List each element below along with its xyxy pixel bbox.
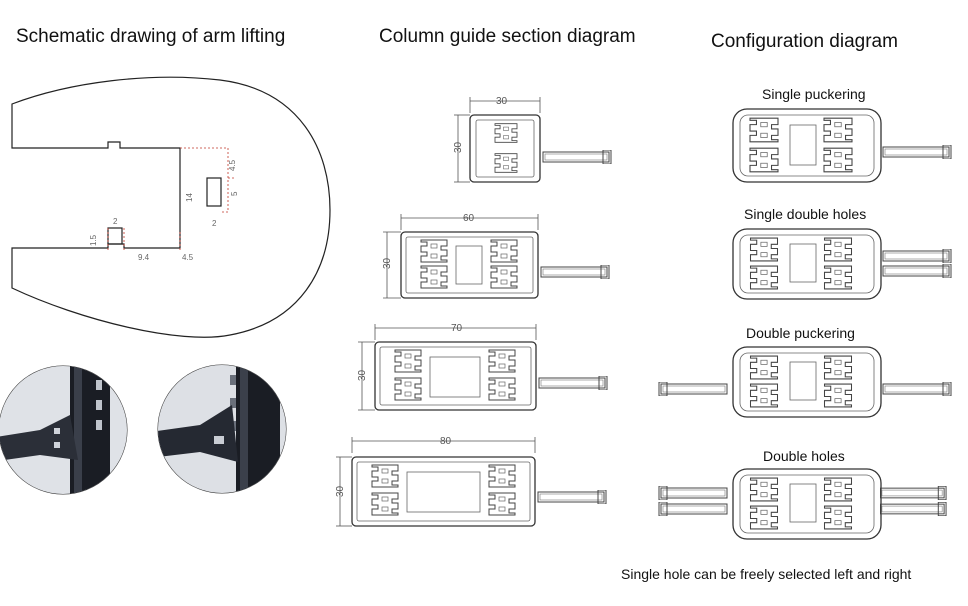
config-label-single-double-holes: Single double holes	[744, 206, 867, 222]
column-section-60x30: 60 30	[382, 213, 610, 299]
column-section-30x30: 30 30	[453, 96, 612, 183]
dim-4-5-top: 4.5	[228, 159, 237, 171]
arm-schematic: 4.5 5 2 14 2 1.5 9.4 4.5	[11, 76, 331, 338]
arm-outline	[11, 76, 331, 338]
config-single-puckering	[732, 108, 952, 183]
photo-arm-left	[0, 365, 128, 495]
dim-5: 5	[230, 191, 239, 196]
config-label-single-puckering: Single puckering	[762, 86, 866, 102]
dim-14: 14	[185, 193, 194, 202]
section-30-height: 30	[453, 141, 464, 153]
dim-4-5-bottom: 4.5	[182, 253, 194, 262]
column-section-80x30: 80 30	[335, 436, 607, 527]
config-label-double-holes: Double holes	[763, 448, 845, 464]
config-label-double-puckering: Double puckering	[746, 325, 855, 341]
config-single-double-holes	[732, 228, 952, 300]
photo-arm-right	[157, 364, 287, 494]
dim-2-left: 2	[113, 217, 118, 226]
section-70-width: 70	[451, 323, 463, 334]
config-double-puckering	[658, 346, 952, 418]
section-60-width: 60	[463, 213, 475, 224]
section-30-width: 30	[496, 96, 508, 107]
dim-9-4: 9.4	[138, 253, 150, 262]
arm-notch-lower	[107, 227, 123, 245]
title-configuration: Configuration diagram	[711, 31, 898, 52]
dim-1-5: 1.5	[89, 234, 98, 246]
column-section-70x30: 70 30	[357, 323, 608, 411]
title-column-guide: Column guide section diagram	[379, 26, 636, 47]
section-80-height: 30	[335, 485, 346, 497]
section-80-width: 80	[440, 436, 452, 447]
config-double-holes	[658, 468, 947, 540]
arm-slot	[206, 177, 222, 207]
footnote: Single hole can be freely selected left …	[621, 566, 912, 582]
section-60-height: 30	[382, 257, 393, 269]
title-arm-lifting: Schematic drawing of arm lifting	[16, 26, 286, 47]
section-70-height: 30	[357, 369, 368, 381]
dim-2-right: 2	[212, 219, 217, 228]
